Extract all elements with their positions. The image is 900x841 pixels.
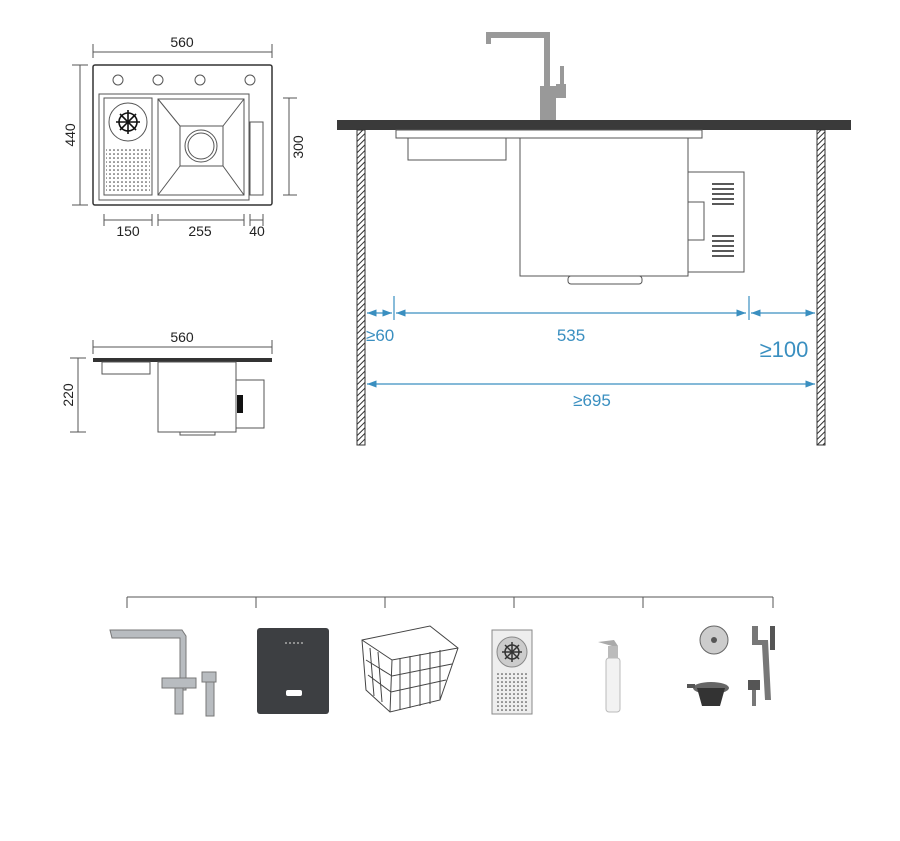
top-view: 560 440 300 150 255 40: [62, 34, 306, 239]
main-bowl: [157, 98, 245, 196]
accessories: [109, 596, 775, 717]
faucet-with-sprayer-icon: [109, 629, 217, 717]
motor-unit: [687, 171, 745, 273]
cup-rinser: [108, 102, 148, 142]
left-section-label: 150: [116, 223, 140, 239]
faucet-icon: [486, 32, 566, 122]
bowl-depth-label: 300: [290, 135, 306, 159]
tap-holes: [112, 74, 256, 86]
top-width-label: 560: [170, 34, 194, 50]
drain-icon: [187, 132, 215, 160]
side-height-label: 220: [60, 383, 76, 407]
side-view: 560 220: [60, 329, 273, 436]
bowl-width-label: 255: [188, 223, 212, 239]
top-depth-label: 440: [62, 123, 78, 147]
cabinet-width-label: ≥695: [573, 391, 611, 410]
control-panel-icon: [257, 628, 329, 714]
sink-width-label: 535: [557, 326, 585, 345]
soap-dispenser-icon: [598, 640, 621, 713]
rinser-wheel-icon: [116, 110, 140, 134]
blue-dimensions: [367, 296, 815, 388]
drain-kit-icon: [687, 625, 775, 706]
cup-rinser-plate-icon: [491, 629, 533, 715]
left-clearance-label: ≥60: [366, 326, 394, 345]
countertop: [337, 120, 851, 130]
cabinet-left-wall: [356, 129, 366, 446]
right-clearance-label: ≥100: [760, 337, 809, 362]
side-width-label: 560: [170, 329, 194, 345]
right-section-label: 40: [249, 223, 265, 239]
wire-basket-icon: [361, 625, 459, 713]
cabinet-right-wall: [816, 129, 826, 446]
sink-bowl-side: [519, 137, 689, 277]
cabinet-elevation: ≥60 535 ≥100 ≥695: [337, 32, 851, 446]
sink-outline: [92, 64, 273, 206]
